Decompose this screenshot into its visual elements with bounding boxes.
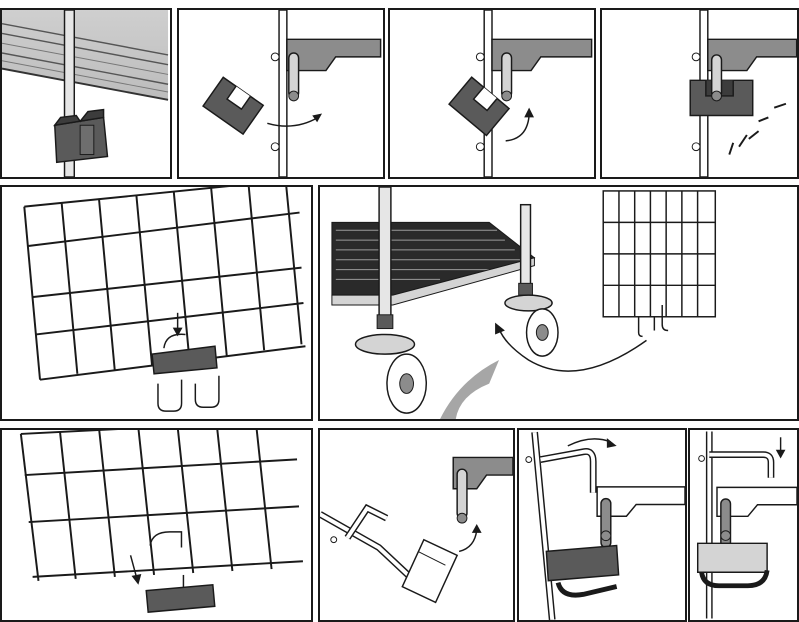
curved-arrow-icon xyxy=(459,530,477,552)
wire-grid-panel xyxy=(24,187,305,380)
clip-icon xyxy=(146,585,215,612)
panel-grid-lowered xyxy=(0,428,313,622)
swoosh-arrow-icon xyxy=(440,360,499,419)
panel-rod-clip-approach xyxy=(318,428,515,622)
down-arrow-icon xyxy=(131,555,137,577)
caster-wheel xyxy=(505,283,558,356)
panel-cart xyxy=(318,185,799,421)
side-grid-panel xyxy=(603,191,715,336)
panel-clip-closeup xyxy=(0,8,172,179)
clip-icon xyxy=(55,110,108,163)
curved-arrow-icon xyxy=(568,439,611,446)
panel-rod-clip-drop xyxy=(688,428,799,622)
panel-grid-hook xyxy=(0,185,313,421)
wire-grid-panel xyxy=(21,430,303,581)
clip-icon xyxy=(152,334,217,374)
panel-clip-approach xyxy=(177,8,385,179)
caster-wheel xyxy=(356,315,427,413)
clip-icon xyxy=(449,77,509,135)
clip-icon xyxy=(203,77,263,134)
rod-clip-assembly xyxy=(320,508,457,602)
panel-rod-clip-rotate xyxy=(517,428,687,622)
curved-arrow-icon xyxy=(506,115,529,140)
panel-clip-snapped xyxy=(600,8,799,179)
curved-arrow-icon xyxy=(499,329,646,372)
curved-arrow-icon xyxy=(267,117,318,126)
panel-clip-rotate xyxy=(388,8,596,179)
grid-hook xyxy=(158,376,219,411)
wire-shelf xyxy=(332,222,535,305)
rod-clip-assembly xyxy=(698,431,771,618)
